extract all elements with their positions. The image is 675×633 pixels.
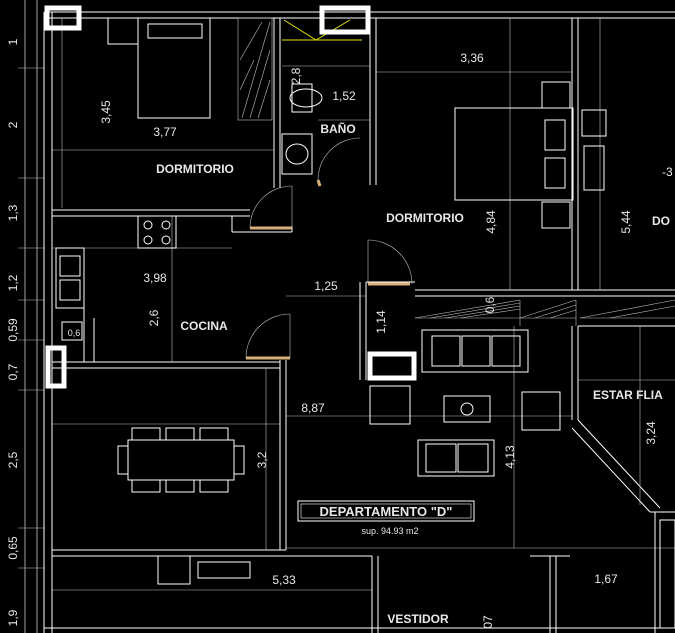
plan-title: DEPARTAMENTO "D" (320, 504, 453, 519)
room-labels: DORMITORIO DORMITORIO DO BAÑO COCINA EST… (156, 121, 670, 626)
dimension-labels: 3,45 3,77 3,36 2,8 1,52 4,84 5,44 -3 3,9… (68, 51, 673, 629)
side-dim-2: 2 (6, 121, 20, 128)
left-dimension-strip: 1 2 1,3 1,2 0,59 0,7 2,5 0,65 1,9 (6, 0, 44, 633)
bed-1 (107, 17, 211, 119)
dim-32: 3,2 (255, 451, 269, 468)
dim-minus3: -3 (662, 165, 673, 179)
dim-06b: 0,6 (68, 328, 81, 338)
dim-07: 07 (481, 615, 495, 629)
doors (245, 137, 413, 360)
title-block: DEPARTAMENTO "D" sup. 94.93 m2 (297, 500, 475, 536)
room-label-dormitorio-2: DORMITORIO (386, 211, 464, 225)
dim-336: 3,36 (460, 51, 484, 65)
dim-28: 2,8 (289, 67, 303, 84)
bed-3 (581, 109, 607, 191)
side-dim-9: 1,9 (6, 609, 20, 626)
closet-hatch (414, 299, 675, 319)
dim-26: 2,6 (147, 309, 161, 326)
side-dim-7: 2,5 (6, 451, 20, 468)
living-furniture (369, 329, 561, 477)
side-dim-5: 0,59 (6, 318, 20, 342)
room-label-cocina: COCINA (180, 319, 228, 333)
plan-surface: sup. 94.93 m2 (361, 526, 418, 536)
dim-398: 3,98 (143, 271, 167, 285)
dim-345: 3,45 (99, 100, 113, 124)
room-label-dormitorio-3: DO (652, 214, 670, 228)
side-dim-4: 1,2 (6, 274, 20, 291)
dim-152: 1,52 (332, 89, 356, 103)
kitchen-fixtures (55, 215, 177, 362)
dining-table (117, 427, 245, 493)
dim-887: 8,87 (301, 401, 325, 415)
dim-544: 5,44 (619, 210, 633, 234)
walls (43, 11, 675, 633)
room-label-vestidor: VESTIDOR (387, 612, 449, 626)
bedroom1-closet (237, 17, 273, 121)
dim-114: 1,14 (374, 310, 388, 334)
side-dim-1: 1 (6, 38, 20, 45)
side-dim-8: 0,65 (6, 536, 20, 560)
side-dim-3: 1,3 (6, 204, 20, 221)
dim-484: 4,84 (484, 210, 498, 234)
dim-377: 3,77 (153, 125, 177, 139)
room-label-estar: ESTAR FLIA (593, 388, 663, 402)
room-label-dormitorio-1: DORMITORIO (156, 162, 234, 176)
dimension-lines (52, 18, 675, 591)
dim-533: 5,33 (272, 573, 296, 587)
dim-167: 1,67 (594, 572, 618, 586)
dim-06: 0,6 (483, 296, 497, 313)
dim-125: 1,25 (314, 279, 338, 293)
side-dim-6: 0,7 (6, 363, 20, 380)
bathroom-fixtures (281, 19, 370, 175)
bottom-fixtures (157, 519, 675, 629)
dim-324: 3,24 (644, 421, 658, 445)
room-label-bano: BAÑO (320, 121, 355, 136)
dim-413: 4,13 (503, 445, 517, 469)
columns (44, 5, 417, 389)
bed-2 (454, 81, 574, 229)
